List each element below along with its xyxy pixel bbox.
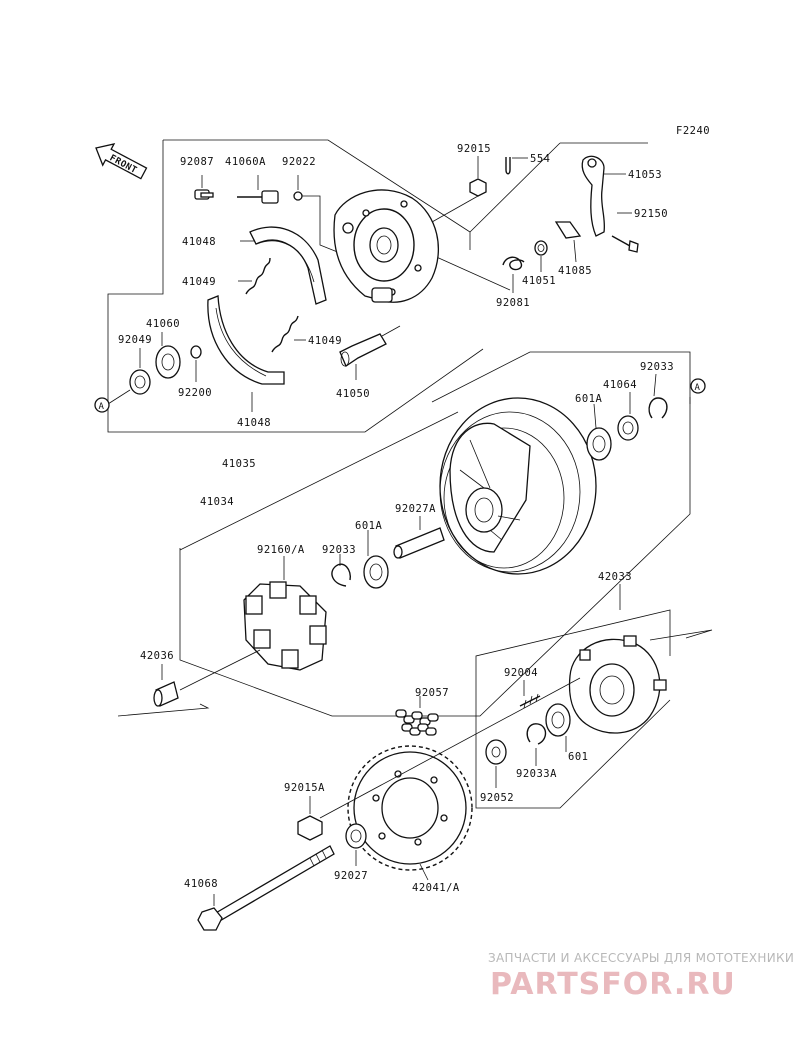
label-92049: 92049 — [118, 334, 152, 346]
circlip-92033a-icon — [526, 723, 547, 766]
label-92160a: 92160/A — [257, 544, 305, 556]
label-41068: 41068 — [184, 878, 218, 890]
label-41050: 41050 — [336, 388, 370, 400]
nut-92015a-icon — [297, 796, 323, 841]
chain-92057-icon — [395, 696, 439, 736]
stud-92004-icon — [519, 680, 541, 709]
label-92033-lower: 92033 — [322, 544, 356, 556]
callout-a-left: A — [94, 397, 110, 413]
watermark-logo: PARTSFOR.RU — [490, 967, 736, 1002]
brake-panel-icon — [333, 189, 439, 303]
spring-41049-upper-icon — [238, 257, 271, 295]
washer-92200-icon — [190, 345, 202, 382]
label-41048-lower: 41048 — [237, 417, 271, 429]
label-92022: 92022 — [282, 156, 316, 168]
figure-code: F2240 — [676, 125, 710, 137]
collar-41064-icon — [617, 392, 639, 441]
label-41049-upper: 41049 — [182, 276, 216, 288]
label-41048-upper: 41048 — [182, 236, 216, 248]
damper-92160a-icon — [243, 556, 327, 671]
label-92027: 92027 — [334, 870, 368, 882]
label-41060a: 41060A — [225, 156, 266, 168]
washer-92052-icon — [485, 739, 507, 788]
label-41064: 41064 — [603, 379, 637, 391]
label-92052: 92052 — [480, 792, 514, 804]
sprocket-42041a-icon — [347, 745, 473, 881]
bearing-601-icon — [545, 703, 571, 752]
axis-line-sprocket — [319, 677, 581, 819]
cam-shaft-41060a-icon — [237, 175, 279, 204]
label-41049-lower: 41049 — [308, 335, 342, 347]
label-41035: 41035 — [222, 458, 256, 470]
label-42036: 42036 — [140, 650, 174, 662]
gear-41060-icon — [155, 332, 181, 379]
wear-indicator-41085-icon — [554, 221, 582, 263]
rear-hub-drum-icon — [439, 397, 597, 575]
washer-92022-icon — [293, 175, 346, 256]
brake-cam-41050-icon — [339, 325, 401, 380]
axle-41068-icon — [197, 845, 335, 931]
nut-92015-icon — [431, 156, 487, 223]
sprocket-coupling-42033-icon — [568, 635, 667, 734]
seal-92049-icon — [107, 348, 151, 405]
collar-42036-icon — [153, 664, 179, 707]
label-554: 554 — [530, 153, 550, 165]
label-92200: 92200 — [178, 387, 212, 399]
label-92081: 92081 — [496, 297, 530, 309]
watermark-tagline: ЗАПЧАСТИ И АКСЕССУАРЫ ДЛЯ МОТОТЕХНИКИ — [488, 951, 794, 965]
label-92087: 92087 — [180, 156, 214, 168]
label-41053: 41053 — [628, 169, 662, 181]
label-92004: 92004 — [504, 667, 538, 679]
axis-arrow-left — [117, 703, 210, 717]
label-41034: 41034 — [200, 496, 234, 508]
circlip-92033-upper-icon — [648, 373, 668, 419]
label-92033-upper: 92033 — [640, 361, 674, 373]
label-601: 601 — [568, 751, 588, 763]
collar-92027a-icon — [393, 516, 445, 559]
spring-92081-icon — [502, 256, 525, 293]
hub-assembly-frame — [179, 351, 691, 717]
label-92057: 92057 — [415, 687, 449, 699]
label-92027a: 92027A — [395, 503, 436, 515]
label-92015: 92015 — [457, 143, 491, 155]
coupling-frame — [475, 584, 713, 809]
label-41051: 41051 — [522, 275, 556, 287]
label-42041a: 42041/A — [412, 882, 460, 894]
callout-a-right-label: A — [695, 383, 701, 393]
axis-line-left — [179, 649, 261, 691]
callout-a-left-label: A — [99, 402, 105, 412]
bolt-92150-icon — [611, 212, 639, 253]
bolt-92087-icon — [194, 175, 214, 200]
spring-41049-lower-icon — [271, 315, 306, 353]
bearing-601a-lower-icon — [363, 530, 389, 589]
callout-a-right: A — [690, 378, 706, 394]
label-92150: 92150 — [634, 208, 668, 220]
front-arrow-icon: FRONT — [95, 143, 148, 180]
bearing-601a-upper-icon — [586, 403, 612, 461]
brake-shoe-upper-icon — [240, 226, 327, 305]
brake-assembly-frame — [107, 139, 648, 433]
label-42033: 42033 — [598, 571, 632, 583]
cotter-pin-554-icon — [505, 157, 528, 175]
label-601a-upper: 601A — [575, 393, 602, 405]
brake-lever-41053-icon — [581, 155, 626, 237]
label-92033a: 92033A — [516, 768, 557, 780]
seal-41051-icon — [534, 240, 548, 272]
label-601a-lower: 601A — [355, 520, 382, 532]
brake-shoe-lower-icon — [207, 295, 285, 412]
label-92015a: 92015A — [284, 782, 325, 794]
circlip-92033-lower-icon — [331, 554, 351, 587]
collar-92027-icon — [345, 823, 367, 866]
label-41085: 41085 — [558, 265, 592, 277]
label-41060: 41060 — [146, 318, 180, 330]
